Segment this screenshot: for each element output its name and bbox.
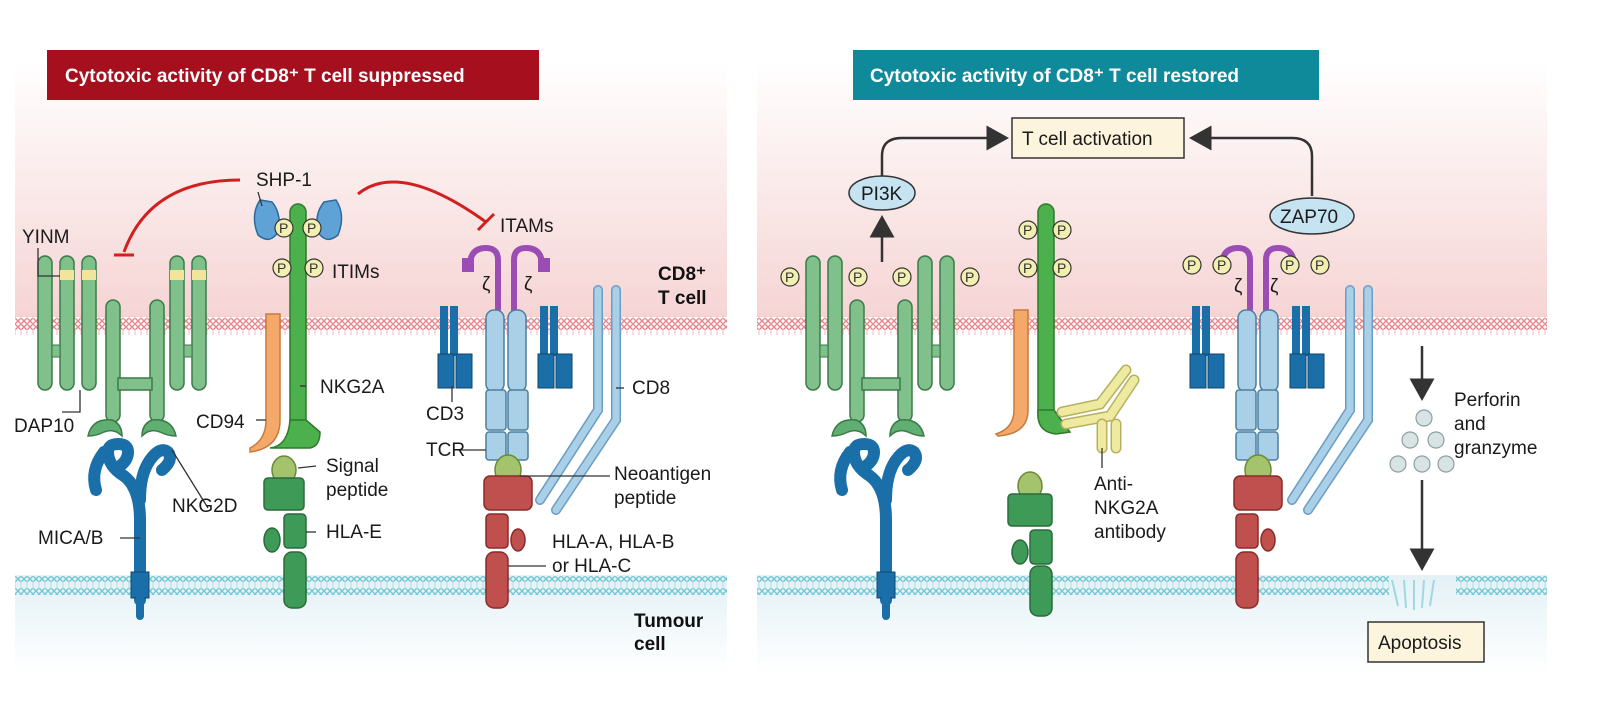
apoptosis-label: Apoptosis	[1378, 633, 1461, 654]
antibody-label-3: antibody	[1094, 522, 1166, 543]
left-panel: Cytotoxic activity of CD8⁺ T cell suppre…	[14, 50, 727, 675]
pi3k-node	[848, 175, 916, 211]
tumour-cell-label-2: cell	[634, 634, 666, 655]
itams-label: ITAMs	[500, 216, 553, 237]
p-label: P	[1217, 257, 1226, 273]
p-label: P	[277, 260, 286, 276]
p-label: P	[785, 269, 794, 285]
shp1-inhibition-right	[357, 180, 487, 224]
perforin-label-3: granzyme	[1454, 438, 1537, 459]
nkg2a-cd94-receptor	[249, 199, 343, 453]
right-title: Cytotoxic activity of CD8⁺ T cell restor…	[870, 66, 1239, 87]
itim-phosphates: P P P P	[272, 218, 324, 278]
pi3k-label: PI3K	[861, 184, 903, 205]
tumour-cell-label-1: Tumour	[634, 611, 704, 632]
zeta-left: ζ	[1234, 276, 1243, 297]
zap70-label: ZAP70	[1280, 207, 1338, 228]
hla-abc-label-2: or HLA-C	[552, 556, 631, 577]
apoptosis-box	[1367, 621, 1485, 663]
tumour-membrane	[757, 576, 1389, 595]
neoantigen-label-1: Neoantigen	[614, 464, 711, 485]
nkg2a-label: NKG2A	[320, 377, 385, 398]
t-cell-membrane	[757, 316, 1547, 335]
dap10-label: DAP10	[14, 416, 74, 437]
mica-label: MICA/B	[38, 528, 103, 549]
tcr-cd3-complex-active: P P P P ζ ζ	[1182, 244, 1330, 461]
yinm-label: YINM	[22, 227, 70, 248]
p-label: P	[279, 220, 288, 236]
hla-e-label: HLA-E	[326, 522, 382, 543]
p-label: P	[1023, 260, 1032, 276]
cd8-coreceptor	[1287, 285, 1373, 515]
hla-abc-complex	[1233, 454, 1283, 609]
p-label: P	[1285, 257, 1294, 273]
p-label: P	[897, 269, 906, 285]
tcr-label: TCR	[426, 440, 465, 461]
hla-abc-label-1: HLA-A, HLA-B	[552, 532, 674, 553]
cd8-label: CD8	[632, 378, 670, 399]
perforin-label-2: and	[1454, 414, 1486, 435]
nkg2d-label: NKG2D	[172, 496, 237, 517]
left-title: Cytotoxic activity of CD8⁺ T cell suppre…	[65, 66, 465, 87]
itims-label: ITIMs	[332, 262, 380, 283]
p-label: P	[307, 220, 316, 236]
tcr-cd3-complex	[437, 244, 573, 461]
mica-b-ligand	[88, 437, 176, 620]
p-label: P	[309, 260, 318, 276]
cd94-label: CD94	[196, 412, 245, 433]
antibody-label-2: NKG2A	[1094, 498, 1159, 519]
p-label: P	[1057, 260, 1066, 276]
zeta-left: ζ	[482, 274, 491, 295]
tumour-membrane	[15, 576, 727, 595]
shp1-inhibition-left	[122, 178, 241, 253]
t-cell-region	[15, 62, 727, 317]
dap10-nkg2d-complex	[37, 255, 207, 438]
dap10-nkg2d-complex	[805, 255, 955, 438]
hla-abc-complex	[483, 454, 533, 609]
cd8-coreceptor	[535, 285, 621, 515]
antibody-label-1: Anti-	[1094, 474, 1133, 495]
p-label: P	[965, 269, 974, 285]
perforin-granzyme	[1389, 346, 1455, 571]
p-label: P	[1315, 257, 1324, 273]
right-panel: Cytotoxic activity of CD8⁺ T cell restor…	[757, 50, 1547, 675]
signal-label-2: peptide	[326, 480, 388, 501]
cd3-label: CD3	[426, 404, 464, 425]
nkg2a-cd94-blocked: P P P P	[994, 203, 1072, 437]
p-label: P	[1187, 257, 1196, 273]
perforin-label-1: Perforin	[1454, 390, 1521, 411]
mica-b-ligand	[834, 437, 922, 620]
left-leader-lines	[37, 191, 624, 567]
hla-e-complex	[1007, 471, 1053, 617]
right-title-banner	[853, 50, 1319, 100]
hla-e-complex	[263, 455, 307, 609]
neoantigen-label-2: peptide	[614, 488, 676, 509]
t-cell-label-1: CD8⁺	[658, 264, 706, 285]
p-label: P	[853, 269, 862, 285]
zap70-node	[1269, 197, 1355, 235]
dap10-phosphates: P P P P	[780, 267, 980, 287]
anti-nkg2a-antibody	[1056, 364, 1140, 454]
p-label: P	[1023, 222, 1032, 238]
t-cell-label-2: T cell	[658, 288, 707, 309]
zeta-right: ζ	[1270, 276, 1279, 297]
t-cell-activation-box	[1011, 117, 1185, 159]
p-label: P	[1057, 222, 1066, 238]
left-title-banner	[47, 50, 539, 100]
signal-label-1: Signal	[326, 456, 379, 477]
zeta-right: ζ	[524, 274, 533, 295]
shp1-label: SHP-1	[256, 170, 312, 191]
t-cell-activation-label: T cell activation	[1022, 129, 1153, 150]
